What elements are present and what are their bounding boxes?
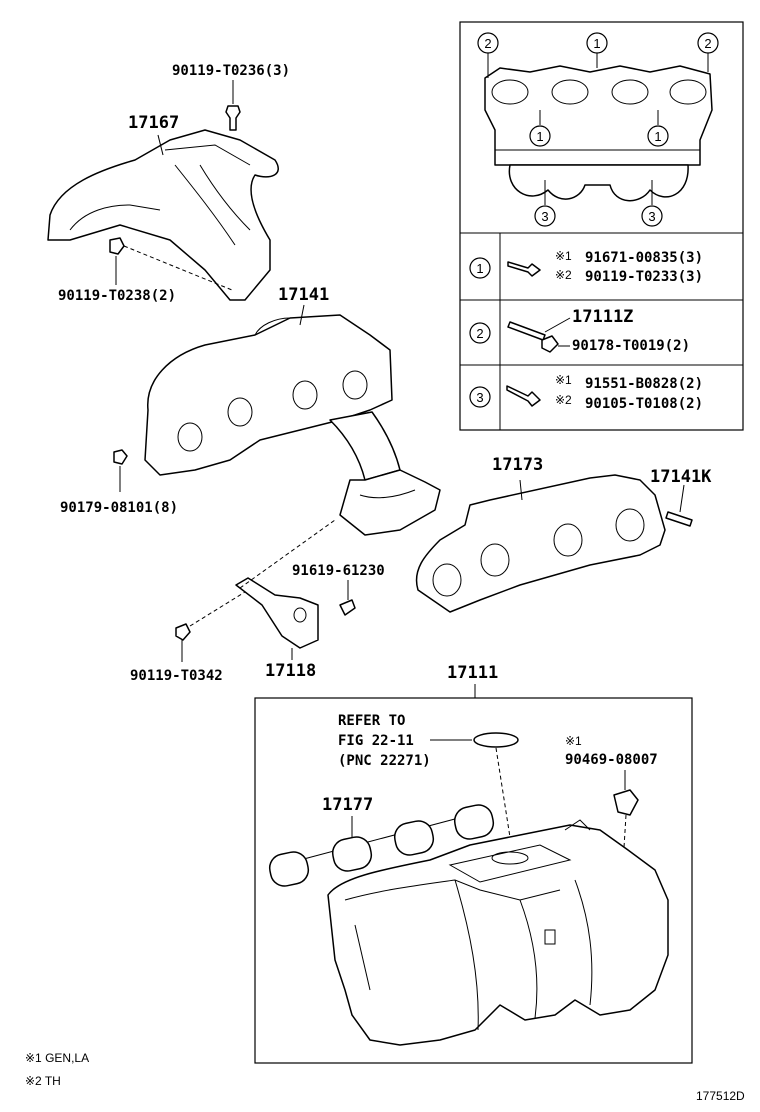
legend-row-1: 1 ※1 91671-00835(3) ※2 90119-T0233(3) bbox=[469, 249, 703, 285]
callout-2-left: 2 bbox=[477, 32, 499, 54]
callout-3-right: 3 bbox=[641, 205, 663, 227]
heat-insulator bbox=[47, 129, 279, 301]
exhaust-manifold bbox=[144, 314, 441, 536]
svg-text:2: 2 bbox=[476, 326, 483, 341]
label-stud: 17141K bbox=[650, 467, 712, 487]
footnote-2: ※2 TH bbox=[25, 1074, 61, 1088]
svg-text:※1: ※1 bbox=[555, 249, 572, 263]
label-bolt-bracket: 90119-T0342 bbox=[130, 668, 223, 684]
legend-row-2: 2 17111Z 90178-T0019(2) bbox=[469, 307, 690, 354]
label-exhaust-manifold: 17141 bbox=[278, 285, 329, 305]
label-bolt-top: 90119-T0236(3) bbox=[172, 63, 290, 79]
svg-text:2: 2 bbox=[704, 36, 711, 51]
svg-text:1: 1 bbox=[536, 129, 543, 144]
label-refer-line2: FIG 22-11 bbox=[338, 733, 414, 749]
label-intake-gasket: 17177 bbox=[322, 795, 373, 815]
svg-text:※2: ※2 bbox=[555, 268, 572, 282]
manifold-bracket bbox=[235, 577, 319, 649]
svg-text:3: 3 bbox=[648, 209, 655, 224]
callout-2-right: 2 bbox=[697, 32, 719, 54]
callout-1-left: 1 bbox=[529, 125, 551, 147]
label-exhaust-gasket: 17173 bbox=[492, 455, 543, 475]
svg-text:91551-B0828(2): 91551-B0828(2) bbox=[585, 376, 703, 392]
svg-text:90119-T0233(3): 90119-T0233(3) bbox=[585, 269, 703, 285]
exhaust-manifold-gasket bbox=[415, 474, 666, 613]
manifold-flange-sketch bbox=[484, 65, 713, 202]
label-bolt-insulator: 90119-T0238(2) bbox=[58, 288, 176, 304]
svg-text:90178-T0019(2): 90178-T0019(2) bbox=[572, 338, 690, 354]
label-clip-mark: ※1 bbox=[565, 734, 582, 748]
nut-manifold bbox=[113, 449, 128, 465]
fastener-legend-inset: 2 1 2 1 1 3 3 1 ※1 bbox=[459, 21, 744, 431]
legend-row-3: 3 ※1 91551-B0828(2) ※2 90105-T0108(2) bbox=[469, 373, 703, 412]
svg-text:1: 1 bbox=[654, 129, 661, 144]
svg-text:90105-T0108(2): 90105-T0108(2) bbox=[585, 396, 703, 412]
svg-text:1: 1 bbox=[593, 36, 600, 51]
label-nut-manifold: 90179-08101(8) bbox=[60, 500, 178, 516]
svg-text:17111Z: 17111Z bbox=[572, 307, 633, 327]
bolt-bracket-small bbox=[339, 599, 356, 616]
label-intake-manifold: 17111 bbox=[447, 663, 498, 683]
label-heat-insulator: 17167 bbox=[128, 113, 179, 133]
label-refer-line1: REFER TO bbox=[338, 713, 405, 729]
intake-manifold-gasket bbox=[268, 804, 495, 887]
label-clip-part: 90469-08007 bbox=[565, 752, 658, 768]
callout-1-right: 1 bbox=[647, 125, 669, 147]
callout-1-top: 1 bbox=[586, 32, 608, 54]
callout-3-left: 3 bbox=[534, 205, 556, 227]
clip bbox=[613, 789, 639, 816]
figure-code: 177512D bbox=[696, 1089, 745, 1103]
bolt-top bbox=[225, 105, 241, 131]
svg-text:3: 3 bbox=[541, 209, 548, 224]
label-bracket: 17118 bbox=[265, 661, 316, 681]
svg-text:※2: ※2 bbox=[555, 393, 572, 407]
footnote-1: ※1 GEN,LA bbox=[25, 1051, 89, 1065]
bolt-insulator bbox=[109, 237, 125, 255]
label-refer-line3: (PNC 22271) bbox=[338, 753, 431, 769]
svg-text:3: 3 bbox=[476, 390, 483, 405]
svg-text:2: 2 bbox=[484, 36, 491, 51]
intake-manifold bbox=[327, 819, 669, 1046]
label-bolt-bracket-small: 91619-61230 bbox=[292, 563, 385, 579]
stud-bolt bbox=[665, 511, 693, 527]
svg-text:1: 1 bbox=[476, 261, 483, 276]
svg-text:※1: ※1 bbox=[555, 373, 572, 387]
svg-text:91671-00835(3): 91671-00835(3) bbox=[585, 250, 703, 266]
intake-manifold-box bbox=[254, 697, 693, 1064]
bolt-bracket bbox=[175, 623, 191, 641]
o-ring bbox=[473, 732, 519, 748]
